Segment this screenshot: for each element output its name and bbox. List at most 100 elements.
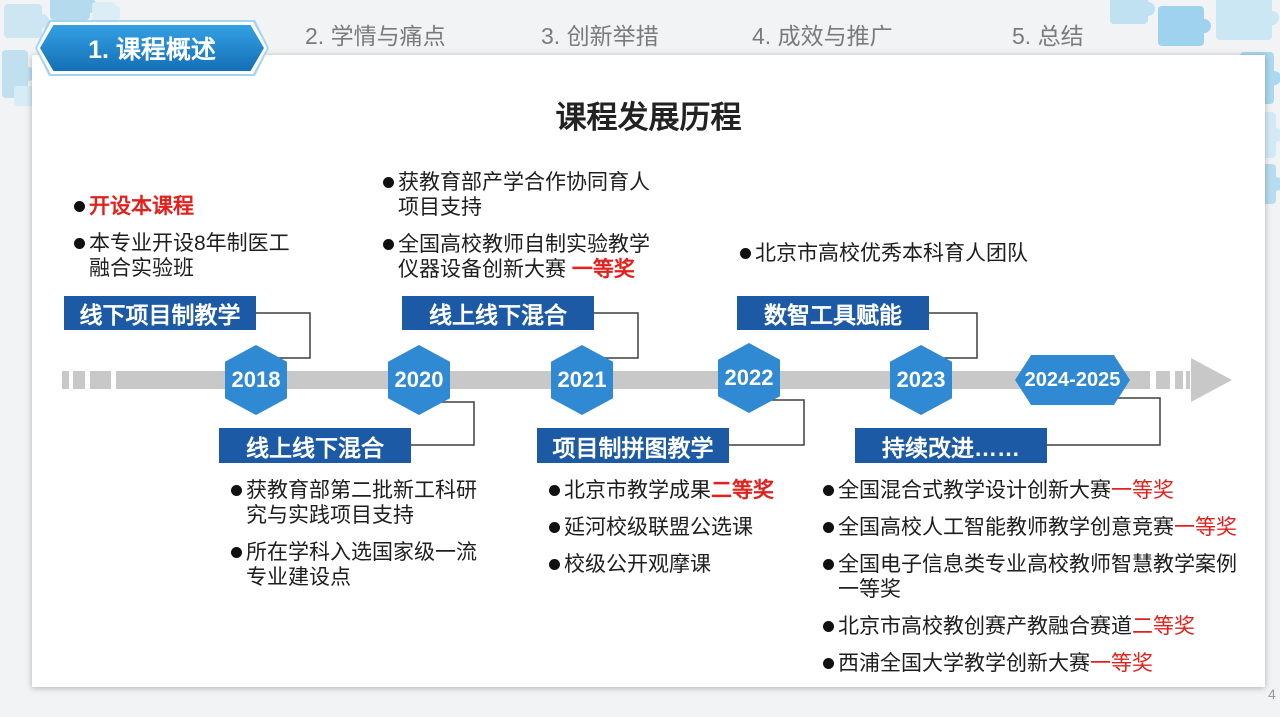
stage-label-2023: 数智工具赋能 (737, 296, 929, 330)
timeline-dash (1156, 371, 1170, 389)
note-line: 本专业开设8年制医工 (89, 232, 290, 255)
year-node-2024-2025: 2024-2025 (1015, 355, 1130, 405)
note-text: 全国高校人工智能教师教学创意竞赛一等奖 (838, 515, 1237, 540)
note-line: 全国混合式教学设计创新大赛一等奖 (838, 478, 1174, 503)
bullet-dot (823, 559, 834, 570)
highlight-text: 开设本课程 (89, 195, 194, 218)
highlight-text: 一等奖 (1090, 652, 1153, 675)
puzzle-piece (92, 2, 120, 24)
stage-label-2018: 线下项目制教学 (64, 296, 256, 330)
highlight-text: 一等奖 (1174, 516, 1237, 539)
year-node-2020: 2020 (388, 345, 450, 415)
tab-summary[interactable]: 5. 总结 (1012, 23, 1084, 49)
note-line: 西浦全国大学教学创新大赛一等奖 (838, 651, 1153, 676)
bullet-dot (823, 522, 834, 533)
note-line: 究与实践项目支持 (246, 504, 414, 527)
bullet-dot (740, 248, 751, 259)
note-line: 融合实验班 (89, 257, 194, 280)
note-line: 仪器设备创新大赛 一等奖 (398, 257, 650, 282)
page-title: 课程发展历程 (555, 100, 742, 135)
notes-2021: 获教育部产学合作协同育人 项目支持 全国高校教师自制实验教学 仪器设备创新大赛 … (383, 170, 650, 282)
tab-active-fill (40, 25, 264, 71)
note-line: 获教育部产学合作协同育人 (398, 171, 650, 194)
notes-2018: 开设本课程 本专业开设8年制医工 融合实验班 (74, 194, 290, 281)
note-item: 全国高校人工智能教师教学创意竞赛一等奖 (823, 515, 1237, 540)
note-item: 全国高校教师自制实验教学 仪器设备创新大赛 一等奖 (383, 232, 650, 282)
note-item: 北京市教学成果二等奖 (549, 478, 774, 503)
note-line: 专业建设点 (246, 566, 351, 589)
note-text: 北京市高校教创赛产教融合赛道二等奖 (838, 614, 1195, 639)
highlight-text: 一等奖 (571, 258, 635, 281)
note-line: 项目支持 (398, 196, 482, 219)
note-text: 本专业开设8年制医工 融合实验班 (89, 231, 290, 281)
timeline-arrow-icon (1191, 358, 1232, 402)
note-item: 获教育部第二批新工科研 究与实践项目支持 (231, 478, 477, 528)
note-item: 全国混合式教学设计创新大赛一等奖 (823, 478, 1237, 503)
page-number: 4 (1268, 686, 1276, 702)
timeline-dash (90, 371, 111, 389)
note-line: 北京市高校优秀本科育人团队 (755, 242, 1028, 265)
note-text: 获教育部产学合作协同育人 项目支持 (398, 170, 650, 220)
notes-2020: 获教育部第二批新工科研 究与实践项目支持 所在学科入选国家级一流 专业建设点 (231, 478, 477, 590)
timeline-dash (1175, 371, 1183, 389)
notes-2022: 北京市教学成果二等奖 延河校级联盟公选课 校级公开观摩课 (549, 478, 774, 577)
note-line: 全国高校教师自制实验教学 (398, 233, 650, 256)
note-item: 获教育部产学合作协同育人 项目支持 (383, 170, 650, 220)
note-item: 校级公开观摩课 (549, 552, 774, 577)
puzzle-piece (1110, 0, 1155, 24)
note-item: 西浦全国大学教学创新大赛一等奖 (823, 651, 1237, 676)
bullet-dot (823, 485, 834, 496)
note-item: 北京市高校教创赛产教融合赛道二等奖 (823, 614, 1237, 639)
bullet-dot (823, 658, 834, 669)
bullet-dot (231, 547, 242, 558)
timeline-dash (62, 371, 69, 389)
notes-2023: 北京市高校优秀本科育人团队 (740, 241, 1028, 266)
tab-results-promotion[interactable]: 4. 成效与推广 (752, 23, 893, 49)
tab-innovation-measures[interactable]: 3. 创新举措 (541, 23, 659, 49)
tab-course-overview[interactable]: 1. 课程概述 (35, 20, 269, 76)
note-text: 全国电子信息类专业高校教师智慧教学案例 一等奖 (838, 552, 1237, 602)
note-line-text: 北京市教学成果 (564, 479, 711, 502)
note-line: 北京市高校教创赛产教融合赛道二等奖 (838, 614, 1195, 639)
bullet-dot (383, 239, 394, 250)
bullet-dot (74, 238, 85, 249)
note-line: 获教育部第二批新工科研 (246, 479, 477, 502)
year-node-2023: 2023 (890, 345, 952, 415)
highlight-text: 二等奖 (1132, 615, 1195, 638)
note-text: 所在学科入选国家级一流 专业建设点 (246, 540, 477, 590)
timeline-dash (73, 371, 85, 389)
bullet-dot (231, 485, 242, 496)
bullet-dot (74, 201, 85, 212)
stage-label-2024-2025: 持续改进…… (855, 428, 1047, 463)
note-line-text: 仪器设备创新大赛 (398, 258, 572, 281)
note-text: 延河校级联盟公选课 (564, 515, 753, 540)
bullet-dot (383, 177, 394, 188)
year-node-2021: 2021 (551, 345, 613, 415)
highlight-text: 二等奖 (711, 479, 774, 502)
note-item: 北京市高校优秀本科育人团队 (740, 241, 1028, 266)
note-text: 西浦全国大学教学创新大赛一等奖 (838, 651, 1153, 676)
note-item: 延河校级联盟公选课 (549, 515, 774, 540)
timeline-dash (1186, 371, 1190, 389)
note-line: 校级公开观摩课 (564, 553, 711, 576)
note-line: 一等奖 (838, 578, 901, 601)
bullet-dot (549, 522, 560, 533)
note-line-text: 全国高校人工智能教师教学创意竞赛 (838, 516, 1174, 539)
bullet-dot (549, 559, 560, 570)
bullet-dot (549, 485, 560, 496)
bullet-dot (823, 621, 834, 632)
note-item: 本专业开设8年制医工 融合实验班 (74, 231, 290, 281)
stage-label-2020: 线上线下混合 (219, 428, 411, 463)
note-line: 所在学科入选国家级一流 (246, 541, 477, 564)
notes-2024-2025: 全国混合式教学设计创新大赛一等奖 全国高校人工智能教师教学创意竞赛一等奖 全国电… (823, 478, 1237, 676)
stage-label-2022: 项目制拼图教学 (537, 428, 729, 463)
note-text: 校级公开观摩课 (564, 552, 711, 577)
note-line: 全国电子信息类专业高校教师智慧教学案例 (838, 553, 1237, 576)
note-line: 延河校级联盟公选课 (564, 516, 753, 539)
note-item: 所在学科入选国家级一流 专业建设点 (231, 540, 477, 590)
highlight-text: 一等奖 (1111, 479, 1174, 502)
note-text: 开设本课程 (89, 194, 194, 219)
puzzle-piece (50, 0, 97, 20)
note-text: 北京市教学成果二等奖 (564, 478, 774, 503)
tab-learning-pain-points[interactable]: 2. 学情与痛点 (305, 23, 446, 49)
